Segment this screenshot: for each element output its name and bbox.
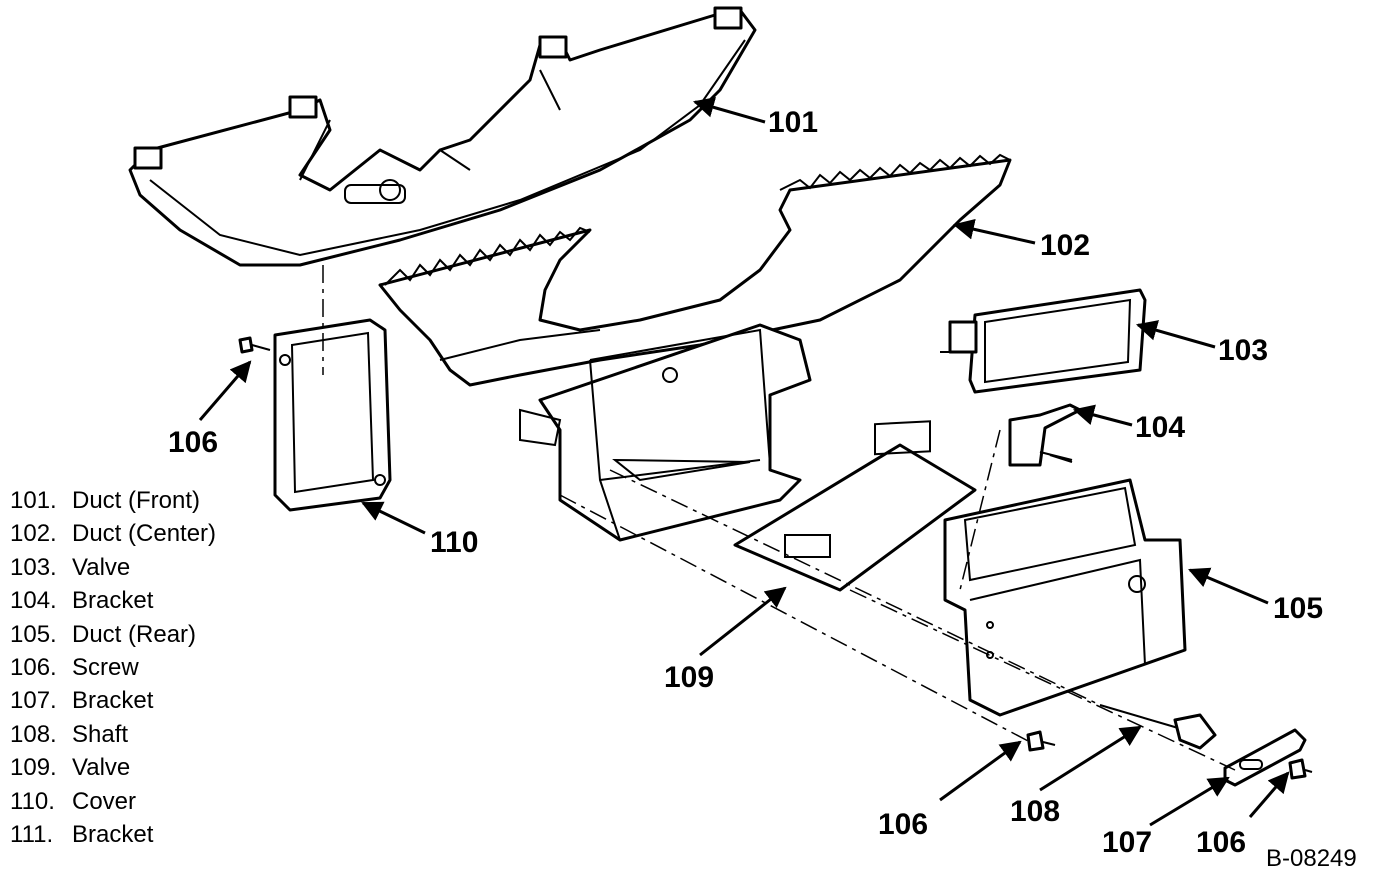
valve-109-part (733, 420, 977, 592)
legend-item-label: Cover (72, 787, 137, 815)
legend-item-label: Bracket (72, 687, 154, 715)
callout-106-left: 106 (168, 426, 218, 459)
legend-item-label: Duct (Rear) (72, 620, 197, 648)
callout-109: 109 (664, 661, 714, 694)
leader-arrows (198, 97, 1290, 827)
legend-item-number: 107. (10, 687, 57, 715)
legend-item-number: 110. (10, 787, 55, 815)
legend-item-number: 111. (10, 820, 54, 848)
legend-item: 107. Bracket (10, 684, 270, 717)
legend-item-number: 109. (10, 754, 57, 782)
screw-104-part (1049, 454, 1073, 463)
parts-legend: 101. Duct (Front) 102. Duct (Center) 103. Val… (10, 484, 270, 851)
legend-item-number: 102. (10, 520, 57, 548)
legend-item-label: Bracket (72, 820, 154, 848)
legend-item-label: Bracket (72, 587, 154, 615)
legend-item: 105. Duct (Rear) (10, 618, 270, 651)
legend-item: 111. Bracket (10, 818, 270, 851)
screw-106-right-part (1288, 758, 1313, 780)
callout-101: 101 (768, 106, 818, 139)
legend-item-number: 104. (10, 587, 57, 615)
callout-104: 104 (1135, 411, 1185, 444)
legend-item-label: Duct (Front) (72, 487, 201, 514)
figure-code: B-08249 (1266, 845, 1357, 872)
callout-105: 105 (1273, 592, 1323, 625)
legend-item-number: 106. (10, 653, 57, 681)
duct-center-part (378, 153, 1012, 387)
bracket-104-part (1008, 403, 1082, 467)
cover-110-part (273, 318, 392, 512)
valve-103-part (940, 288, 1147, 394)
legend-item-number: 101. (10, 487, 57, 514)
screw-106-bottom-part (1026, 730, 1056, 752)
callout-107: 107 (1102, 826, 1152, 859)
legend-item-number: 105. (10, 620, 57, 648)
shaft-108-part (1099, 704, 1217, 750)
legend-item-label: Valve (72, 553, 131, 581)
callout-106-bottom: 106 (878, 808, 928, 841)
duct-rear-part (943, 478, 1187, 717)
legend-item: 108. Shaft (10, 718, 270, 751)
legend-item-label: Duct (Center) (72, 520, 217, 548)
legend-item: 109. Valve (10, 751, 270, 784)
alignment-lines (322, 265, 1236, 771)
callout-102: 102 (1040, 229, 1090, 262)
legend-item: 110. Cover (10, 785, 270, 818)
legend-item-number: 103. (10, 553, 57, 581)
callout-110: 110 (430, 526, 478, 559)
legend-item: 102. Duct (Center) (10, 517, 270, 550)
legend-item-label: Shaft (72, 720, 129, 748)
callout-103: 103 (1218, 334, 1268, 367)
legend-item: 101. Duct (Front) (10, 484, 270, 517)
legend-item: 103. Valve (10, 551, 270, 584)
callout-108: 108 (1010, 795, 1060, 828)
callout-106-right: 106 (1196, 826, 1246, 859)
housing-frame-part (519, 323, 812, 542)
legend-item: 106. Screw (10, 651, 270, 684)
legend-item: 104. Bracket (10, 584, 270, 617)
legend-item-number: 108. (10, 720, 57, 748)
legend-item-label: Valve (72, 754, 131, 782)
duct-front-part (128, 6, 757, 267)
screw-106-left-part (238, 336, 271, 354)
legend-item-label: Screw (72, 653, 139, 681)
